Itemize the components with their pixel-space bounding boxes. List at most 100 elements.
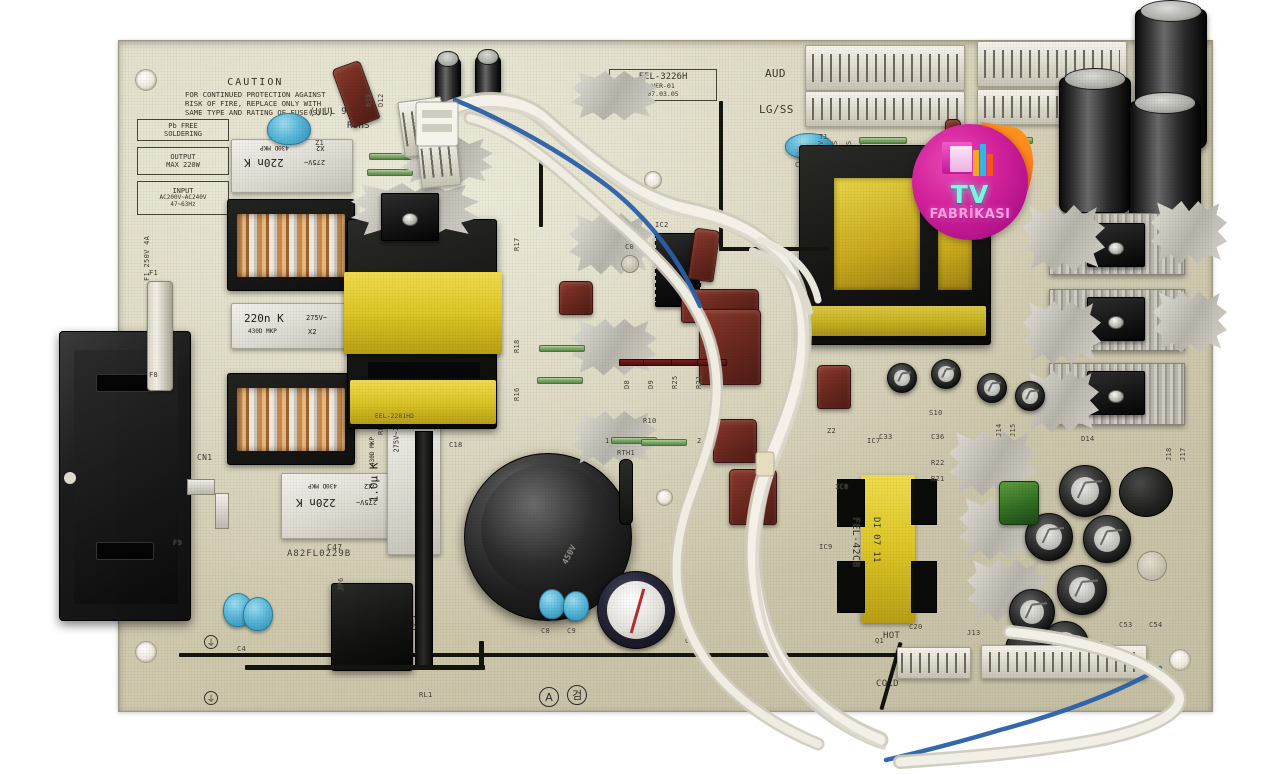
connector-cn3 [977, 41, 1127, 87]
x2-c1b-line3: 430D MKP [248, 328, 277, 335]
ref-j15: J15 [1009, 423, 1017, 437]
cap-vent [1036, 524, 1062, 550]
cap-top [437, 51, 459, 67]
thermistor-rth1 [619, 459, 633, 525]
ref-pin2: 2 [697, 437, 702, 445]
x2-c1-line2: 275V~ [304, 158, 326, 166]
transformer-t2-core-right-top [911, 479, 937, 525]
isolation-slot [179, 653, 899, 657]
cap-vent [1094, 526, 1120, 552]
choke-windings [236, 388, 346, 452]
mounting-hole [135, 641, 157, 663]
x2-c1-line1: 220n K [244, 156, 284, 169]
brown-film-cap-c16 [729, 469, 777, 525]
resistor-top-right [859, 137, 907, 144]
ref-r22: R22 [931, 459, 945, 467]
mounting-screw [1108, 315, 1124, 329]
spec-pbfree-line2: SOLDERING [164, 130, 202, 138]
transformer-bobbin-window [834, 178, 920, 290]
electrolytic-sec-3 [977, 373, 1007, 403]
output-filter-cap-4 [1057, 565, 1107, 615]
ref-c54: C54 [1149, 621, 1163, 629]
ref-f9: F9 [173, 539, 183, 547]
output-filter-cap-1 [1059, 465, 1111, 517]
brown-film-cap-c15 [713, 419, 757, 463]
board-model-rev: VER-01 [651, 81, 675, 90]
test-pad-right [1137, 551, 1167, 581]
tv-screen-inner [950, 146, 972, 172]
to220-rectifier-2 [1087, 297, 1145, 341]
isolation-hot-label: HOT [883, 631, 901, 641]
resistor-r19b [537, 377, 583, 384]
ref-r46: R46 [1027, 637, 1041, 645]
pfc-inductor-marking: EEL-2281HD [375, 413, 415, 420]
output-connector-large [981, 645, 1147, 679]
electrolytic-c27b [475, 49, 501, 99]
bulk-cap-top-face [481, 464, 617, 596]
ac-inlet-terminal-tab [215, 493, 229, 529]
ref-c36: C36 [931, 433, 945, 441]
spec-input-line3: 47~63Hz [170, 201, 196, 209]
brown-cap-sec [817, 365, 851, 409]
cap-vent [938, 366, 954, 382]
color-bar-orange [973, 150, 979, 176]
ref-cn1: CN1 [197, 453, 213, 462]
transformer-t2-sublabel: DI 07 11 [871, 517, 881, 563]
cap-vent [1071, 477, 1099, 505]
ref-c18: C18 [449, 441, 463, 449]
label-aud: AUD [765, 67, 786, 80]
ref-rth1: RTH1 [617, 449, 636, 457]
pfc-inductor-tape-lower [350, 380, 496, 424]
x2-c1b-line1: 220n K [244, 312, 284, 325]
cap-vent [1022, 388, 1038, 404]
fuse-f1 [147, 281, 173, 391]
spec-input-line2: AC200V~AC240V [159, 194, 207, 202]
connector-slots [900, 653, 968, 673]
pcb-trace [245, 665, 485, 670]
ref-d9: D9 [647, 379, 655, 389]
heatsink-clip-3 [571, 71, 657, 121]
ref-r15: R15 [365, 93, 373, 107]
green-capacitor [999, 481, 1039, 525]
pin-label-s: S [831, 140, 839, 145]
ref-r18: R18 [513, 339, 521, 353]
ref-c0: C0 [625, 243, 635, 251]
brown-film-cap-c11 [687, 227, 721, 283]
ref-pin1: 1 [605, 437, 610, 445]
mounting-hole [1169, 649, 1191, 671]
ref-c8: C8 [541, 627, 551, 635]
wire-connector-cn6 [416, 135, 462, 189]
color-bar-blue [980, 144, 986, 176]
resistor-r16 [367, 169, 413, 176]
bulk-electrolytic-c40b [1059, 68, 1131, 213]
transformer-base-tape [806, 306, 986, 336]
connector-lgss [805, 91, 965, 127]
transformer-t2-core-bottom [837, 561, 865, 613]
silkscreen-code: A82FL0229B [287, 549, 352, 559]
x2-c47-line3: 430D MKP [308, 482, 337, 489]
ref-ic8: IC8 [835, 483, 849, 491]
x2-c1b-line4: X2 [308, 328, 317, 336]
pin-label-v: V [817, 140, 825, 145]
ref-z1: Z1 [315, 139, 325, 147]
ref-j13: J13 [967, 629, 981, 637]
ref-f8: F8 [149, 371, 159, 379]
cap-top [477, 49, 499, 65]
mounting-hole [644, 171, 662, 189]
ul-logo-icon: (UL) [309, 107, 335, 118]
connector-slots [812, 53, 958, 83]
heatsink-clip-r3 [1023, 301, 1101, 365]
pcb-trace [479, 641, 484, 669]
ref-c33: C33 [879, 433, 893, 441]
caution-line-1: FOR CONTINUED PROTECTION AGAINST [185, 89, 326, 99]
pcb-trace [719, 247, 829, 251]
pfc-inductor-tape [344, 272, 502, 354]
pfc-inductor-t3 [344, 219, 502, 429]
ac-inlet-terminal-tab [187, 479, 215, 495]
ref-c4: C4 [237, 645, 247, 653]
inspection-stamp-a: A [539, 687, 559, 707]
spec-box-output: OUTPUT MAX 220W [137, 147, 229, 175]
spec-output-line1: OUTPUT [170, 152, 196, 161]
